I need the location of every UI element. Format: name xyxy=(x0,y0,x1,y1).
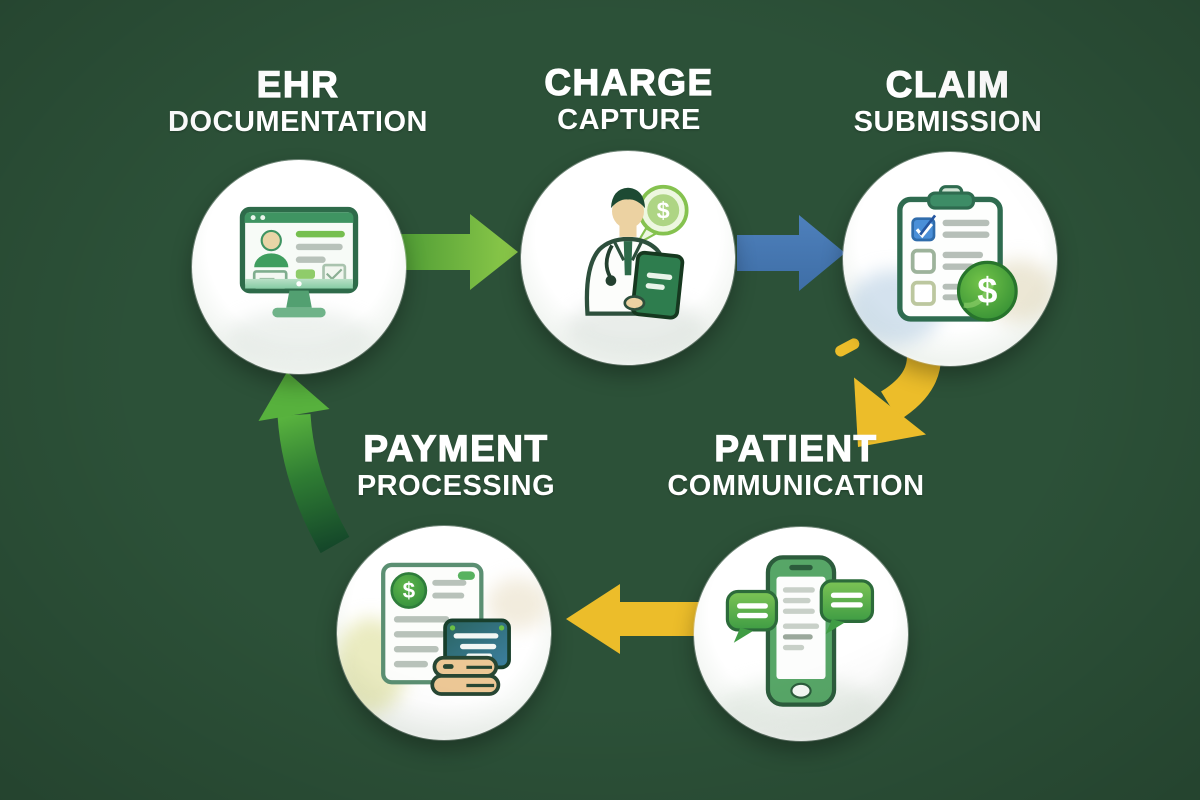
label-payment-processing: PAYMENT PROCESSING xyxy=(356,428,556,503)
label-line1: CLAIM xyxy=(885,64,1011,105)
doctor-tablet-icon: $ xyxy=(584,184,689,320)
dollar-glyph: $ xyxy=(403,578,416,603)
node-claim-submission: $ xyxy=(843,152,1057,366)
phone-chat-icon xyxy=(725,555,875,707)
label-line1: PATIENT xyxy=(714,428,878,469)
label-line2: PROCESSING xyxy=(356,470,556,502)
ehr-to-charge-arrow-icon xyxy=(400,214,518,290)
node-charge-capture: $ xyxy=(521,151,735,365)
wash-decoration xyxy=(227,310,372,365)
node-ehr-inner xyxy=(192,160,406,374)
node-claim-inner: $ xyxy=(843,152,1057,366)
label-line2: DOCUMENTATION xyxy=(168,106,428,138)
node-patient-communication xyxy=(694,527,908,741)
label-patient-communication: PATIENT COMMUNICATION xyxy=(667,428,925,503)
node-payment-processing: $ xyxy=(337,526,551,740)
charge-to-claim-arrow-icon xyxy=(737,215,845,291)
node-patient-inner xyxy=(694,527,908,741)
invoice-card-cash-icon: $ xyxy=(381,562,511,696)
claim-checklist-icon: $ xyxy=(897,185,1018,322)
dollar-glyph: $ xyxy=(657,198,670,224)
label-line1: EHR xyxy=(256,64,340,105)
label-line1: CHARGE xyxy=(544,62,714,103)
label-line2: SUBMISSION xyxy=(853,106,1043,138)
label-ehr-documentation: EHR DOCUMENTATION xyxy=(168,64,428,139)
dollar-glyph: $ xyxy=(977,270,997,311)
node-payment-inner: $ xyxy=(337,526,551,740)
label-line2: CAPTURE xyxy=(557,104,701,136)
label-line1: PAYMENT xyxy=(363,428,549,469)
label-charge-capture: CHARGE CAPTURE xyxy=(544,62,714,137)
ehr-monitor-icon xyxy=(239,206,359,318)
node-ehr-documentation xyxy=(192,160,406,374)
payment-to-ehr-arrow-icon xyxy=(258,372,350,554)
patient-to-payment-arrow-icon xyxy=(566,584,708,654)
label-claim-submission: CLAIM SUBMISSION xyxy=(853,64,1043,139)
node-charge-inner: $ xyxy=(521,151,735,365)
label-line2: COMMUNICATION xyxy=(667,470,925,502)
